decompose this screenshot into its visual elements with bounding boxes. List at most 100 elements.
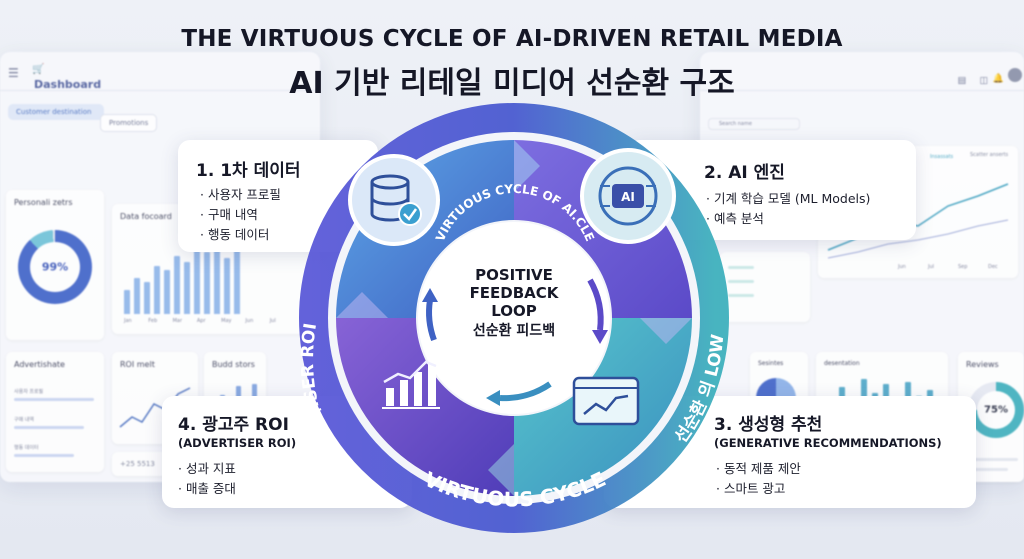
personalization-title: Personali zetrs bbox=[14, 198, 73, 207]
personalization-donut: 99% bbox=[18, 230, 92, 304]
avatar[interactable] bbox=[1008, 68, 1022, 82]
menu-icon[interactable]: ☰ bbox=[8, 66, 19, 80]
month-label: Dec bbox=[988, 264, 998, 270]
advertiser-card: Advertishate 사용자 프로필 구매 내역 행동 데이터 bbox=[6, 352, 104, 472]
backdrop-bar bbox=[194, 246, 200, 314]
inner-arrow-left bbox=[426, 299, 437, 342]
dashboard-header: ☰ Dashboard 🛒 bbox=[0, 52, 320, 91]
backdrop-bar bbox=[214, 238, 220, 314]
arrow-bottom bbox=[488, 444, 514, 496]
backdrop-bar bbox=[234, 243, 240, 314]
inner-arrow-right bbox=[587, 278, 604, 331]
advertiser-bar-3 bbox=[14, 454, 74, 457]
reviews-line-1 bbox=[968, 458, 1018, 461]
advertiser-bar-2 bbox=[14, 426, 84, 429]
reviews-value: 75% bbox=[984, 404, 1008, 416]
ai-brain-icon: AI bbox=[580, 148, 676, 244]
month-label: Jul bbox=[269, 318, 276, 324]
tab-promotions[interactable]: Promotions bbox=[100, 114, 158, 132]
side-list-chip-1 bbox=[728, 266, 754, 269]
callout-advertiser-roi: 4. 광고주 ROI (ADVERTISER ROI) · 성과 지표 · 매출… bbox=[162, 396, 412, 508]
backdrop-bar bbox=[164, 270, 170, 314]
cart-icon: 🛒 bbox=[32, 64, 45, 75]
backdrop-bar bbox=[134, 278, 140, 314]
callout-reco-subtitle: (GENERATIVE RECOMMENDATIONS) bbox=[714, 436, 942, 450]
database-icon bbox=[348, 154, 440, 246]
arrow-left bbox=[336, 292, 388, 318]
center-line-3: LOOP bbox=[491, 302, 537, 320]
callout-reco-item-2: · 스마트 광고 bbox=[716, 481, 786, 496]
side-list-chip-2 bbox=[728, 280, 754, 283]
inner-arrowhead-bottom bbox=[486, 390, 500, 406]
bar-chart-icon bbox=[382, 360, 440, 409]
month-label: Apr bbox=[196, 318, 206, 324]
dashboard-title: Dashboard bbox=[34, 78, 102, 91]
month-label: Jun bbox=[898, 264, 906, 270]
inner-arrowhead-right bbox=[592, 330, 608, 344]
title-korean: AI 기반 리테일 미디어 선순환 구조 bbox=[289, 66, 735, 101]
month-label: May bbox=[221, 318, 232, 324]
advertiser-bar-1 bbox=[14, 398, 94, 401]
callout-data-item-2: · 구매 내역 bbox=[200, 207, 258, 222]
month-label: Feb bbox=[148, 318, 158, 324]
center-line-1: POSITIVE bbox=[475, 266, 553, 284]
roi-metric-title: ROI melt bbox=[120, 360, 155, 369]
center-title: POSITIVE FEEDBACK LOOP 선순환 피드백 bbox=[454, 266, 574, 340]
callout-data-item-1: · 사용자 프로필 bbox=[200, 187, 281, 202]
backdrop-bar bbox=[154, 266, 160, 314]
center-line-2: FEEDBACK bbox=[469, 284, 559, 302]
callout-roi-item-2: · 매출 증대 bbox=[178, 481, 236, 496]
arrow-top bbox=[514, 140, 540, 192]
month-label: Sep bbox=[958, 264, 968, 270]
callout-reco-title: 3. 생성형 추천 bbox=[714, 415, 823, 435]
tab-customer-destination[interactable]: Customer destination bbox=[8, 104, 104, 120]
center-korean: 선순환 피드백 bbox=[472, 323, 556, 339]
inner-arrowhead-left bbox=[422, 288, 438, 302]
advertiser-title: Advertishate bbox=[14, 360, 65, 369]
doc-icon[interactable]: ▤ bbox=[957, 76, 966, 86]
legend-insights: Insassats bbox=[930, 154, 954, 160]
callout-engine-item-2: · 예측 분석 bbox=[706, 211, 764, 226]
insights-months: Jun Jul Sep Dec bbox=[898, 264, 1018, 272]
inner-arrow-bottom bbox=[499, 381, 552, 402]
reviews-title: Reviews bbox=[966, 360, 999, 369]
callout-roi-item-1: · 성과 지표 bbox=[178, 461, 236, 476]
advertiser-row-3: 행동 데이터 bbox=[14, 445, 39, 451]
chat-icon[interactable]: ◫ bbox=[979, 76, 988, 86]
month-label: Jul bbox=[928, 264, 935, 270]
backdrop-bar bbox=[124, 290, 130, 314]
month-label: Mar bbox=[172, 318, 182, 324]
advertiser-row-2: 구매 내역 bbox=[14, 417, 34, 423]
center-disk bbox=[418, 222, 610, 414]
reviews-line-2 bbox=[968, 468, 1008, 471]
backdrop-bar bbox=[184, 262, 190, 314]
search-input[interactable]: Search name bbox=[708, 118, 800, 130]
side-list-chip-3 bbox=[728, 294, 754, 297]
roi-metric-line bbox=[119, 387, 191, 428]
backdrop-bar bbox=[224, 258, 230, 314]
backdrop-bar bbox=[144, 282, 150, 314]
callout-roi-title: 4. 광고주 ROI bbox=[178, 415, 289, 435]
reviews-donut: 75% bbox=[968, 382, 1024, 438]
backdrop-bar bbox=[204, 251, 210, 314]
destination-title: desentation bbox=[824, 360, 860, 367]
bell-icon[interactable]: 🔔 bbox=[992, 74, 1004, 84]
backdrop-bar bbox=[174, 256, 180, 314]
right-dashboard-header: ▤ ◫ 🔔 bbox=[700, 52, 1024, 91]
callout-reco-item-1: · 동적 제품 제안 bbox=[716, 461, 801, 476]
data-focus-bars bbox=[124, 234, 254, 314]
budget-title: Budd stors bbox=[212, 360, 255, 369]
legend-scatter: Scatter anserts bbox=[970, 152, 1009, 158]
outer-ring bbox=[299, 103, 729, 533]
callout-data-title: 1. 1차 데이터 bbox=[196, 161, 301, 181]
segments-title: Sesintes bbox=[758, 360, 784, 367]
callout-engine-item-1: · 기계 학습 모델 (ML Models) bbox=[706, 191, 871, 206]
callout-engine-title: 2. AI 엔진 bbox=[704, 163, 785, 183]
callout-roi-subtitle: (ADVERTISER ROI) bbox=[178, 436, 297, 450]
callout-data-item-3: · 행동 데이터 bbox=[200, 227, 270, 242]
side-list-card bbox=[720, 252, 810, 322]
left-dashboard-backdrop: ☰ Dashboard 🛒 Customer destination Promo… bbox=[0, 52, 320, 482]
personalization-card: Personali zetrs 99% bbox=[6, 190, 104, 340]
